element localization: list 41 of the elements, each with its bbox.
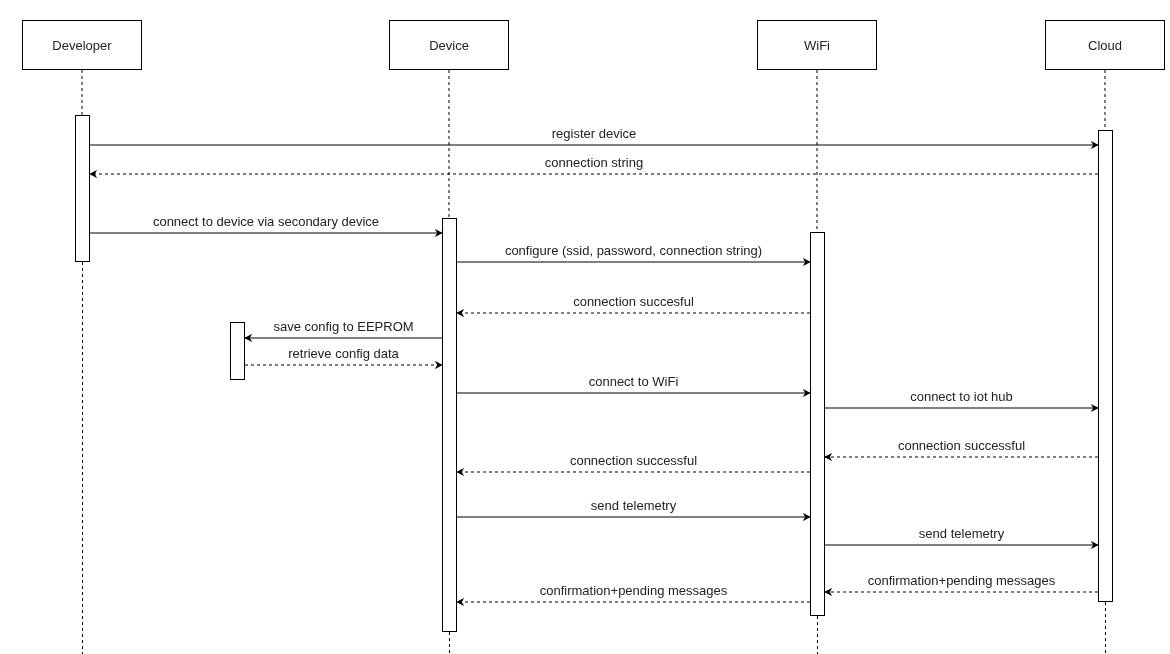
edge-label: configure (ssid, password, connection string) [503,243,764,258]
edge-label: connection string [543,155,645,170]
message-arrow [824,404,1099,412]
edge-label: connection succesful [572,294,695,309]
participant-box: WiFi [757,20,877,70]
activation-bar [75,115,90,262]
participant-box: Device [389,20,509,70]
message-arrow [824,541,1099,549]
activation-bar [442,218,457,632]
message-arrow [456,513,811,521]
message-arrow [89,141,1099,149]
edge-label: retrieve config data [287,346,400,361]
activation-bar [1098,130,1113,602]
message-arrow [244,334,443,342]
edge-label: save config to EEPROM [272,319,415,334]
return-message-arrow [244,361,443,369]
message-arrow [89,229,443,237]
return-message-arrow [89,170,1099,178]
activation-bar [810,232,825,616]
edge-label: connect to WiFi [587,374,680,389]
edge-label: confirmation+pending messages [866,573,1057,588]
lifeline [448,69,450,219]
activation-bar [230,322,245,380]
edge-label: connection successful [896,438,1027,453]
message-arrow [456,258,811,266]
message-arrow [456,389,811,397]
return-message-arrow [456,598,811,606]
edge-label: connection successful [568,453,699,468]
return-message-arrow [824,588,1099,596]
return-message-arrow [456,468,811,476]
participant-box: Developer [22,20,142,70]
edge-label: confirmation+pending messages [538,583,729,598]
return-message-arrow [824,453,1099,461]
edge-label: connect to device via secondary device [151,214,381,229]
edge-label: register device [550,126,638,141]
participant-box: Cloud [1045,20,1165,70]
lifeline [81,69,83,116]
edge-label: connect to iot hub [909,389,1014,404]
edge-label: send telemetry [589,498,678,513]
return-message-arrow [456,309,811,317]
edge-label: send telemetry [917,526,1006,541]
